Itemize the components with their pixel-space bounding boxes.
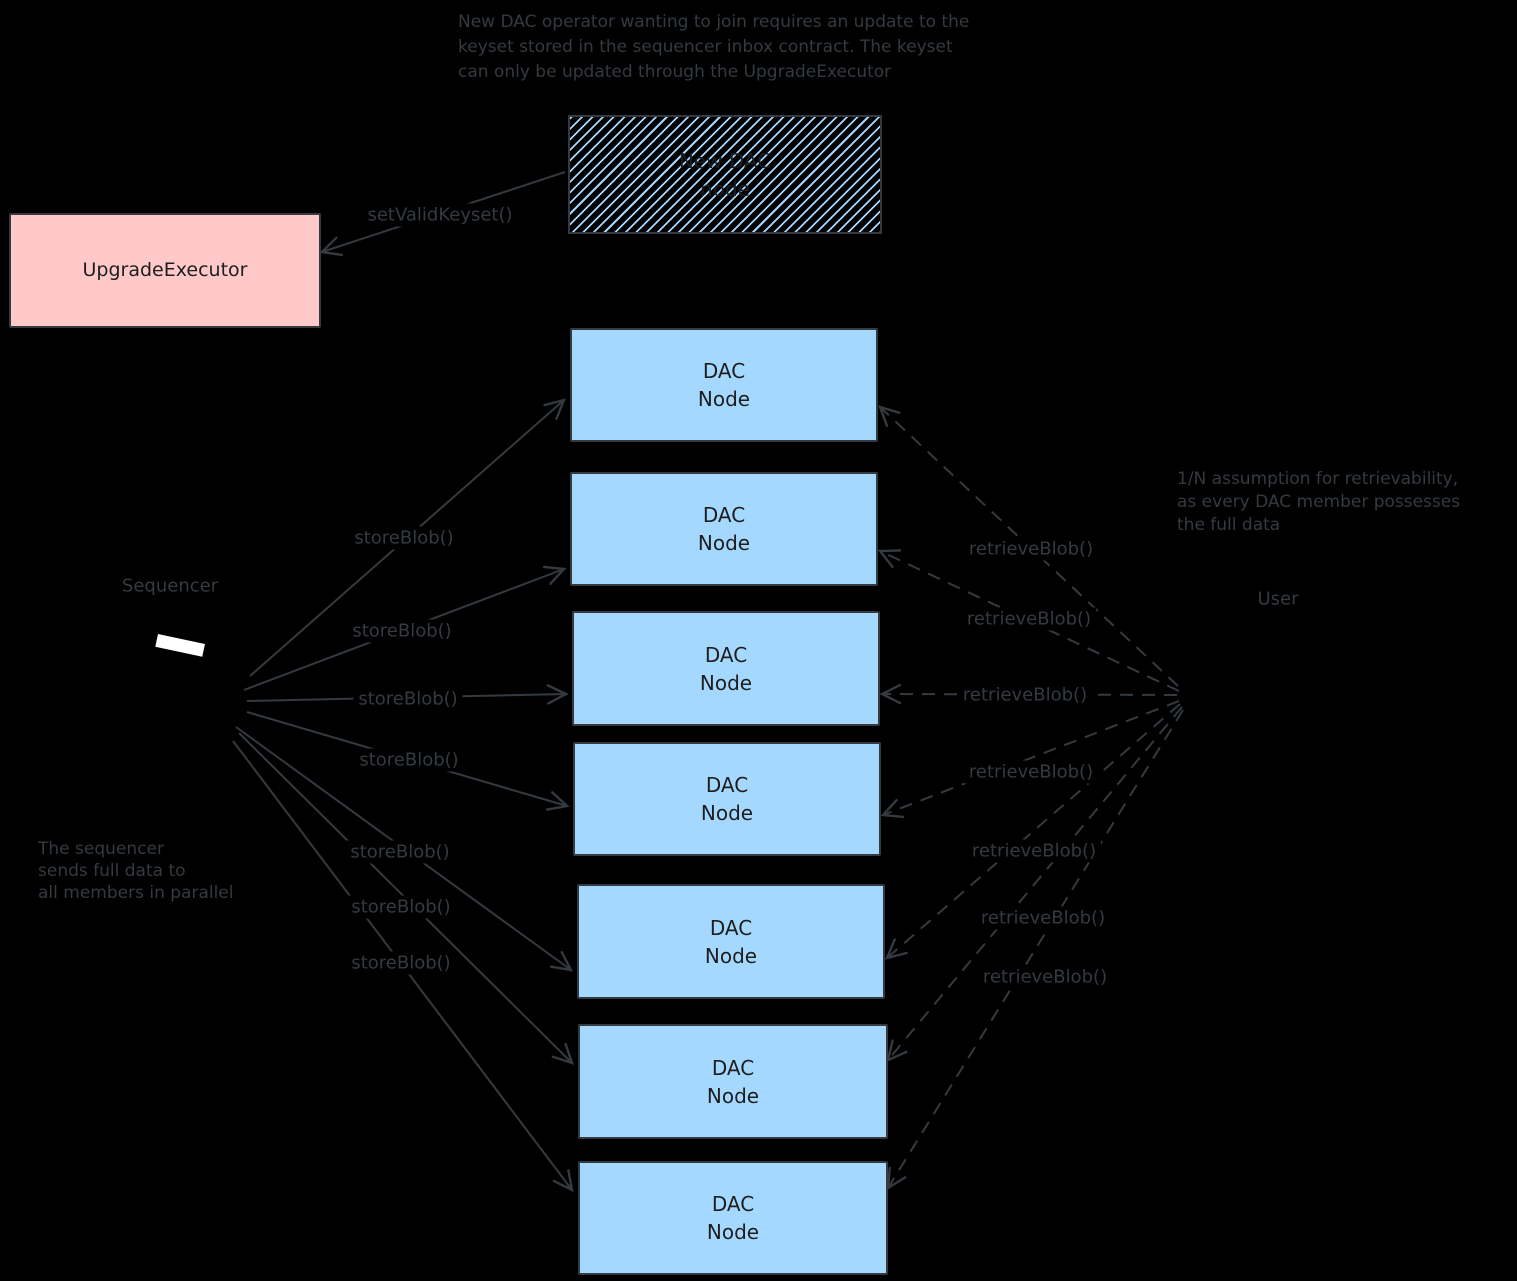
new-dac-node-label: New DAC node	[678, 148, 772, 201]
dac-node-label: DAC Node	[697, 359, 751, 411]
retrieve-blob-arrow-4	[880, 700, 1180, 819]
dac-node-box-5: DAC Node	[577, 884, 885, 999]
dac-node-box-4: DAC Node	[573, 742, 881, 856]
store-blob-label-6: storeBlob()	[346, 895, 456, 919]
retrieve-blob-arrow-7	[886, 709, 1184, 1191]
new-dac-node-box: New DAC node	[568, 115, 882, 234]
upgrade-executor-box: UpgradeExecutor	[9, 213, 321, 328]
retrievability-note: 1/N assumption for retrievability, as ev…	[1177, 469, 1461, 535]
retrieve-blob-label-6: retrieveBlob()	[975, 906, 1111, 930]
dac-node-label: DAC Node	[700, 773, 754, 825]
dac-node-box-1: DAC Node	[570, 328, 878, 442]
dac-node-box-2: DAC Node	[570, 472, 878, 586]
retrieve-blob-label-1: retrieveBlob()	[963, 537, 1099, 561]
dac-node-label: DAC Node	[699, 642, 753, 695]
store-blob-label-4: storeBlob()	[354, 748, 464, 772]
dac-node-box-7: DAC Node	[578, 1161, 888, 1275]
dac-node-label: DAC Node	[706, 1055, 760, 1108]
user-label: User	[1252, 587, 1304, 611]
retrieve-blob-arrow-3	[879, 683, 1178, 705]
dac-node-label: DAC Node	[704, 915, 758, 968]
store-blob-label-2: storeBlob()	[347, 619, 457, 643]
store-blob-label-7: storeBlob()	[346, 951, 456, 975]
dac-node-label: DAC Node	[706, 1192, 760, 1244]
store-blob-label-5: storeBlob()	[345, 840, 455, 864]
sequencer-note: The sequencer sends full data to all mem…	[38, 839, 234, 903]
dac-node-box-6: DAC Node	[578, 1024, 888, 1139]
store-blob-label-3: storeBlob()	[353, 687, 463, 711]
retrieve-blob-label-4: retrieveBlob()	[963, 760, 1099, 784]
upgrade-executor-label: UpgradeExecutor	[82, 259, 248, 282]
set-valid-keyset-label: setValidKeyset()	[362, 203, 518, 227]
retrieve-blob-label-2: retrieveBlob()	[961, 607, 1097, 631]
retrieve-blob-arrow-6	[886, 706, 1183, 1063]
dac-node-label: DAC Node	[697, 503, 751, 555]
keyset-note: New DAC operator wanting to join require…	[458, 12, 970, 82]
retrieve-blob-label-5: retrieveBlob()	[966, 839, 1102, 863]
retrieve-blob-label-7: retrieveBlob()	[977, 965, 1113, 989]
sequencer-label: Sequencer	[116, 574, 224, 598]
store-blob-label-1: storeBlob()	[349, 526, 459, 550]
dac-node-box-3: DAC Node	[572, 611, 880, 726]
retrieve-blob-label-3: retrieveBlob()	[957, 683, 1093, 707]
